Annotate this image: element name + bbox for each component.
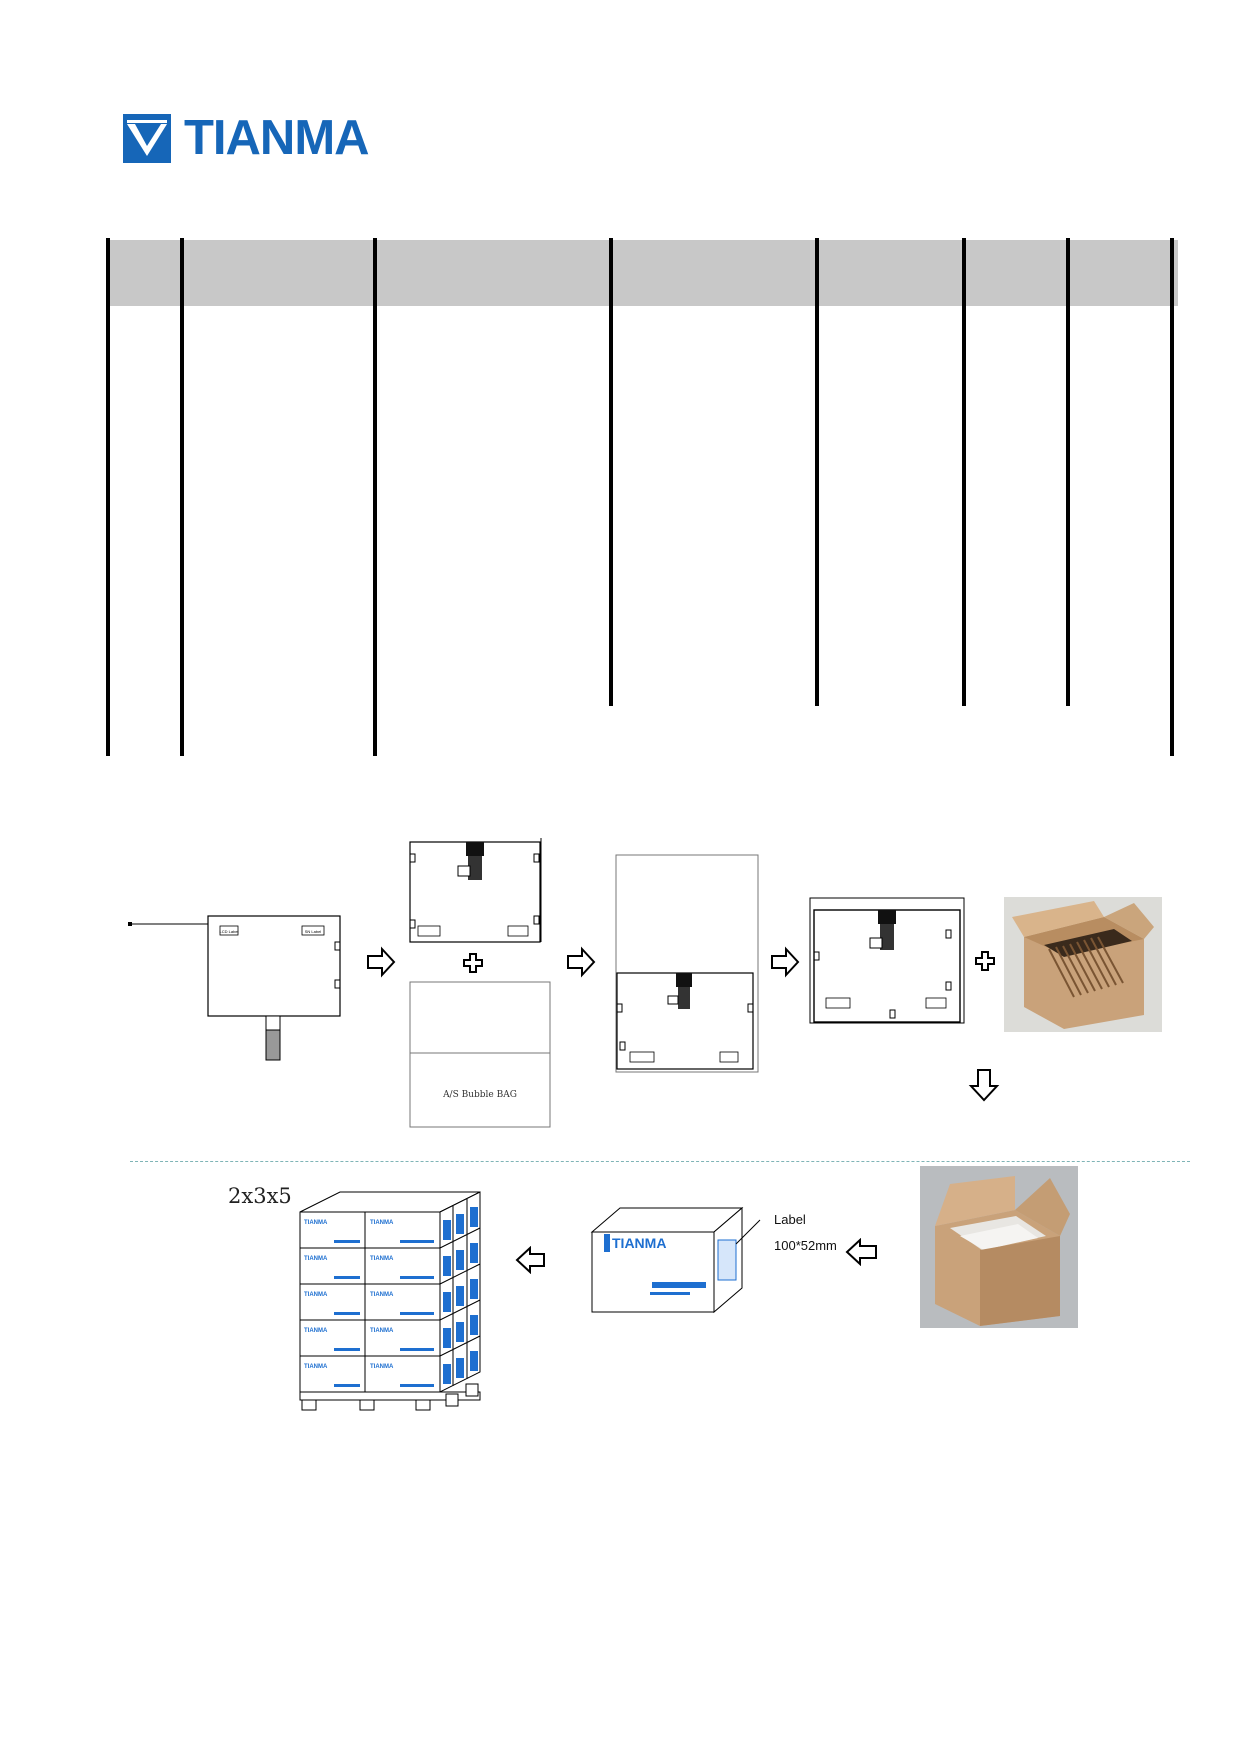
pallet-stack-label: 2x3x5	[228, 1184, 292, 1208]
table-col-line	[1170, 238, 1174, 756]
pallet-box-logo: TIANMA	[304, 1256, 328, 1262]
left-arrow-icon	[515, 1246, 545, 1274]
table-col-line	[815, 238, 819, 706]
carton-with-dividers-photo	[1004, 897, 1162, 1032]
table-col-line	[962, 238, 966, 706]
module-in-bag-drawing	[615, 854, 759, 1073]
pallet-drawing: TIANMA TIANMA TIANMA TIANMA TIANMA TIANM…	[299, 1191, 481, 1411]
table-col-line	[180, 238, 184, 756]
table-col-line	[609, 238, 613, 706]
table-col-line	[373, 238, 377, 756]
pallet-box-logo: TIANMA	[370, 1292, 394, 1298]
pallet-box-logo: TIANMA	[370, 1328, 394, 1334]
pallet-box-logo: TIANMA	[304, 1292, 328, 1298]
tianma-logo-mark	[123, 114, 171, 163]
pallet-box-logo: TIANMA	[304, 1328, 328, 1334]
sn-label-tag: SN Label	[305, 929, 322, 934]
pallet-box-logo: TIANMA	[304, 1220, 328, 1226]
bubble-bag-drawing: A/S Bubble BAG	[409, 981, 551, 1128]
plus-icon	[975, 951, 995, 971]
packing-steps-row-1: LCD Label SN Label A/S Bubble BAG	[128, 838, 1000, 1128]
bubble-bag-label: A/S Bubble BAG	[442, 1090, 517, 1100]
right-arrow-icon	[367, 946, 396, 978]
pallet-box-logo: TIANMA	[370, 1256, 394, 1262]
carton-label-text: Label	[774, 1212, 806, 1227]
logo-v-icon	[127, 120, 167, 156]
carton-logo: TIANMA	[612, 1235, 666, 1251]
lcd-module-drawing: LCD Label SN Label	[128, 915, 341, 1061]
pallet-box-logo: TIANMA	[304, 1364, 328, 1370]
right-arrow-icon	[567, 946, 596, 978]
left-arrow-icon	[845, 1238, 877, 1266]
table-col-line	[106, 238, 110, 756]
pallet-box-grid	[300, 1199, 481, 1392]
lcd-label-tag: LCD Label	[220, 929, 239, 934]
table-header-band	[108, 240, 1178, 306]
plus-icon	[463, 953, 483, 973]
down-arrow-icon	[968, 1069, 1000, 1102]
section-divider	[130, 1161, 1190, 1162]
right-arrow-icon	[771, 946, 800, 978]
tianma-logo-text: TIANMA	[184, 111, 370, 165]
carton-label-size: 100*52mm	[774, 1238, 837, 1253]
bagged-module-drawing	[809, 897, 965, 1024]
pallet-box-logo: TIANMA	[370, 1364, 394, 1370]
carton-with-foam-bag-photo	[920, 1166, 1078, 1328]
module-top-view	[409, 838, 542, 943]
shipping-carton-drawing: TIANMA Label 100*52mm	[590, 1206, 837, 1314]
table-col-line	[1066, 238, 1070, 706]
pallet-box-logo: TIANMA	[370, 1220, 394, 1226]
